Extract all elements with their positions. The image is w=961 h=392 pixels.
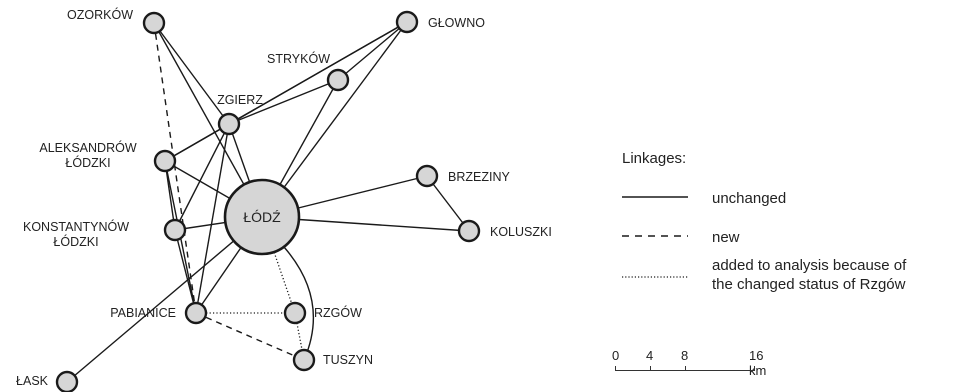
- node-rzgow: [283, 301, 307, 325]
- link-lodz-lask-unchanged: [66, 216, 263, 383]
- scale-label-0: 0: [612, 348, 620, 363]
- label-rzgow: RZGÓW: [314, 305, 362, 320]
- legend-sample-solid-line: [622, 196, 688, 198]
- legend-row-added: added to analysis because of the changed…: [622, 250, 961, 300]
- link-ozorkow-pabianice-new: [153, 22, 197, 314]
- node-lodz: [223, 178, 301, 256]
- node-tuszyn: [292, 348, 316, 372]
- label-lodz: ŁÓDŹ: [243, 209, 281, 225]
- node-aleksandrow: [153, 149, 177, 173]
- scale-label-8: 8: [681, 348, 689, 363]
- legend-label-added: added to analysis because of the changed…: [712, 256, 906, 294]
- link-glowno-lodz-unchanged: [261, 21, 408, 218]
- label-ozorkow: OZORKÓW: [67, 7, 133, 22]
- scale-label-16km: 16 km: [749, 348, 767, 378]
- legend-label-added-line2: the changed status of Rzgów: [712, 276, 906, 293]
- label-brzeziny: BRZEZINY: [448, 170, 510, 184]
- legend-label-new: new: [712, 229, 740, 246]
- label-strykow: STRYKÓW: [267, 51, 330, 66]
- scale-bar: 0 4 8 16 km: [612, 348, 775, 388]
- legend-label-unchanged: unchanged: [712, 190, 787, 207]
- node-glowno: [395, 10, 419, 34]
- scale-tick: [650, 366, 651, 371]
- label-zgierz: ZGIERZ: [217, 93, 263, 107]
- link-zgierz-konstantynow-unchanged: [174, 123, 230, 231]
- link-pabianice-tuszyn-new: [195, 312, 305, 361]
- network-map: ŁÓDŹ OZORKÓW GŁOWNO STRYKÓW ZGIERZ ALEKSANDRÓ…: [16, 7, 552, 392]
- link-zgierz-aleksandrow-unchanged: [164, 123, 230, 162]
- legend-sample-dotted-line: [622, 276, 688, 278]
- legend-sample-dashed-line: [622, 235, 688, 237]
- scale-tick: [615, 366, 616, 371]
- node-strykow: [326, 68, 350, 92]
- link-ozorkow-zgierz-unchanged: [153, 22, 230, 125]
- node-ozorkow: [142, 11, 166, 35]
- legend-title: Linkages:: [622, 150, 687, 167]
- town-labels: ŁÓDŹ OZORKÓW GŁOWNO STRYKÓW ZGIERZ ALEKSANDRÓ…: [16, 7, 552, 388]
- link-zgierz-pabianice-unchanged: [195, 123, 230, 314]
- label-tuszyn: TUSZYN: [323, 353, 373, 367]
- node-koluszki: [457, 219, 481, 243]
- label-lask: ŁASK: [16, 374, 49, 388]
- link-brzeziny-koluszki-unchanged: [426, 175, 470, 232]
- label-koluszki: KOLUSZKI: [490, 225, 552, 239]
- town-nodes: [55, 10, 481, 392]
- label-glowno: GŁOWNO: [428, 16, 485, 30]
- label-pabianice: PABIANICE: [110, 306, 176, 320]
- node-zgierz: [217, 112, 241, 136]
- link-glowno-strykow-unchanged: [337, 21, 408, 81]
- node-lask: [55, 370, 79, 392]
- node-brzeziny: [415, 164, 439, 188]
- node-pabianice: [184, 301, 208, 325]
- scale-tick: [754, 366, 755, 371]
- link-konstantynow-pabianice-unchanged: [174, 229, 197, 314]
- node-konstantynow: [163, 218, 187, 242]
- legend-row-unchanged: unchanged: [622, 177, 961, 217]
- scale-tick: [685, 366, 686, 371]
- scale-label-4: 4: [646, 348, 654, 363]
- link-strykow-zgierz-unchanged: [228, 79, 339, 125]
- link-lodz-tuszyn-unchanged: [283, 246, 315, 361]
- legend-label-added-line1: added to analysis because of: [712, 257, 907, 274]
- legend-row-new: new: [622, 220, 961, 260]
